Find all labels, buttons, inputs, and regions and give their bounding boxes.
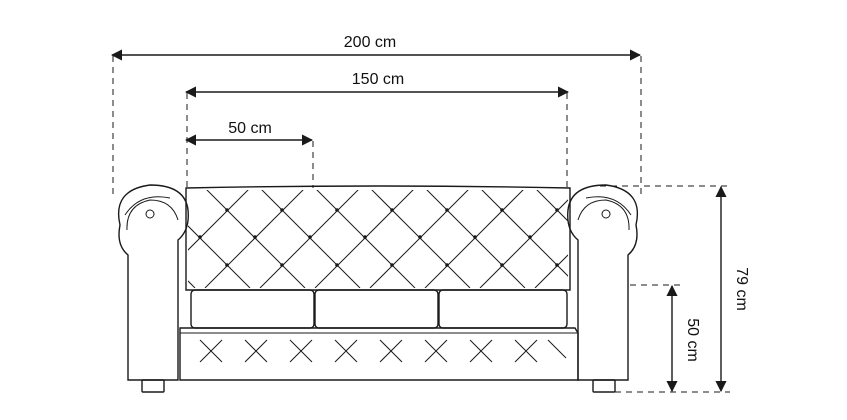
sofa-foot-right bbox=[592, 379, 616, 393]
backrest-tufting bbox=[188, 190, 568, 288]
dimension-cushion-width: 50 cm bbox=[184, 120, 314, 188]
right-armrest bbox=[567, 184, 638, 381]
sofa-backrest bbox=[185, 185, 571, 291]
dimension-total-width-label: 200 cm bbox=[344, 34, 396, 51]
sofa-foot-left bbox=[141, 379, 165, 393]
seat-cushion-right bbox=[438, 289, 568, 329]
dimension-total-height-label: 79 cm bbox=[733, 267, 750, 311]
front-rail-tufting bbox=[199, 339, 567, 363]
dimension-total-width: 200 cm bbox=[110, 34, 642, 195]
dimension-seat-width-label: 150 cm bbox=[352, 71, 404, 88]
dimension-total-height: 79 cm bbox=[600, 185, 750, 393]
dimension-seat-height: 50 cm bbox=[630, 284, 701, 393]
sofa-front-base bbox=[179, 327, 579, 381]
seat-cushion-middle bbox=[314, 289, 439, 329]
left-armrest bbox=[118, 184, 189, 381]
sofa-illustration bbox=[118, 184, 638, 393]
dimension-seat-height-label: 50 cm bbox=[684, 318, 701, 362]
seat-cushion-left bbox=[190, 289, 315, 329]
dimension-cushion-width-label: 50 cm bbox=[228, 120, 272, 137]
seat-cushions bbox=[190, 289, 568, 329]
